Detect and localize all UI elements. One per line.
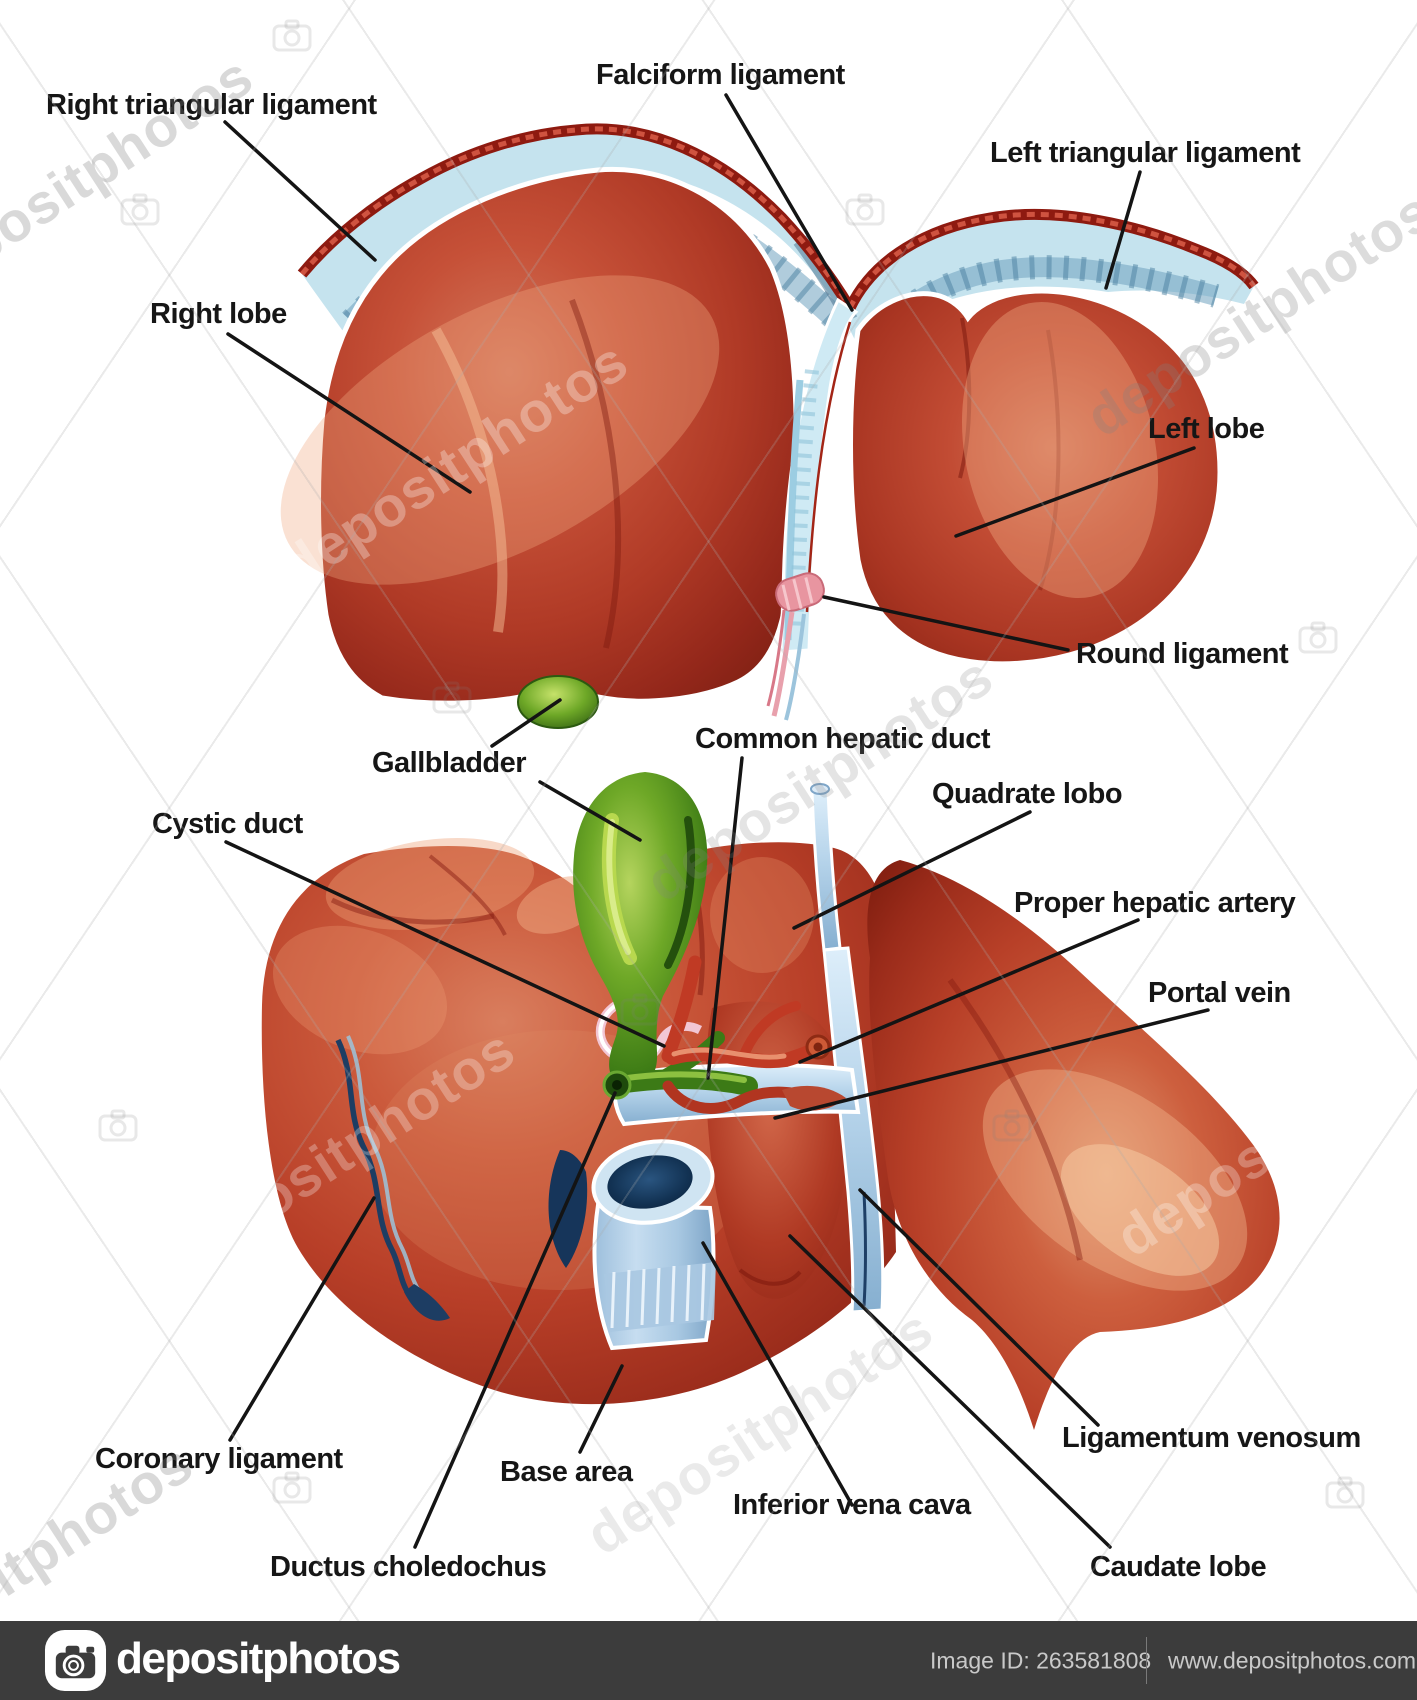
hepatic-artery-highlight [671,1047,787,1060]
label-left-lobe: Left lobe [1148,413,1265,445]
leader-left-lobe [954,446,1196,538]
watermark-text: depositphotos [0,44,264,314]
leader-left-triangular-ligament [1104,170,1142,290]
watermark-camera-icon [1325,1476,1365,1509]
coronary-ligament-flap [404,1284,450,1321]
leader-quadrate-lobo [792,810,1032,930]
hepatic-artery-descending [661,955,702,1063]
visceral-crease-2 [428,854,507,936]
leader-gallbladder-fundus [490,698,562,748]
label-caudate-lobe: Caudate lobe [1090,1551,1266,1583]
label-ligamentum-venosum: Ligamentum venosum [1062,1422,1361,1454]
leader-right-triangular-ligament [223,120,377,262]
left-lobe-highlight [961,301,1159,599]
watermark-camera-icon [272,1471,312,1504]
bile-duct-highlight [617,1071,747,1083]
label-coronary-ligament: Coronary ligament [95,1443,344,1475]
falciform-cord-pink [771,611,795,717]
watermark-camera-icon [120,193,160,226]
leader-base-area [578,1364,624,1454]
coronary-ligament-edge [335,1038,413,1298]
thin-vessel-opening [810,783,830,795]
left-lobe-notch-crease [958,317,972,479]
visceral-crease-1 [330,897,495,925]
visceral-mass-highlight-3 [272,925,448,1055]
gallbladder-highlight-bright [606,819,631,955]
label-ductus-choledochus: Ductus choledochus [270,1551,546,1583]
label-left-triangular-ligament: Left triangular ligament [990,137,1301,169]
hepatic-artery-branch [737,1001,801,1065]
hepatic-artery-cut-lumen [813,1042,823,1052]
leader-portal-vein [773,1008,1210,1120]
anterior-liver-view [280,123,1259,729]
leader-gallbladder-body [538,780,642,842]
right-lobe-crease-dark [569,298,622,649]
label-round-ligament: Round ligament [1076,638,1289,670]
footer-brand-wordmark: depositphotos [116,1633,401,1683]
leader-round-ligament [822,595,1070,652]
footer-image-id: Image ID: 263581808 [930,1647,1152,1673]
caudate-lobe-crease [738,1268,802,1286]
leader-cystic-duct [224,840,666,1048]
leader-lines [223,93,1210,1549]
visceral-liver-view [261,772,1280,1430]
label-falciform-ligament: Falciform ligament [596,59,846,91]
label-inferior-vena-cava: Inferior vena cava [733,1489,972,1521]
liver-anatomy-illustration: Right triangular ligament Falciform liga… [0,19,1417,1621]
leader-ductus-choledochus [413,1091,617,1549]
left-lobe-mass-crease [947,978,1083,1261]
footer-divider [1146,1637,1147,1684]
leader-coronary-ligament [228,1196,376,1442]
label-base-area: Base area [500,1456,634,1488]
leader-falciform-ligament [724,93,854,312]
label-gallbladder: Gallbladder [372,747,526,779]
ligamentum-groove-line [862,1191,867,1307]
gallbladder-shade [664,816,696,969]
falciform-cord-red [766,609,786,707]
label-cystic-duct: Cystic duct [152,808,304,840]
label-quadrate-lobo: Quadrate lobo [932,778,1122,810]
label-right-triangular-ligament: Right triangular ligament [46,89,378,121]
leader-common-hepatic-duct [706,756,744,1080]
right-lobe-highlight [280,275,720,585]
visceral-left-lobe-mass [867,860,1280,1430]
visceral-mass-highlight-1 [325,838,535,930]
left-lobe-crease2 [1038,329,1061,591]
depositphotos-logo-icon [44,1629,107,1692]
footer-site-url[interactable]: www.depositphotos.com [1168,1647,1417,1673]
bile-duct-vessel [608,1069,758,1096]
watermark-camera-icon [845,193,885,226]
anatomy-labels: Right triangular ligament Falciform liga… [46,59,1361,1583]
round-ligament-stub [775,572,825,612]
label-right-lobe: Right lobe [150,298,287,330]
ivc-lumen [607,1155,693,1209]
left-lobe-shape [848,288,1223,667]
label-common-hepatic-duct: Common hepatic duct [695,723,991,755]
membrane-rim-texture-right [847,211,1257,310]
watermark-camera-icon [98,1109,138,1142]
leader-caudate-lobe [788,1234,1112,1549]
label-proper-hepatic-artery: Proper hepatic artery [1014,887,1296,919]
leader-proper-hepatic-artery [798,918,1140,1064]
quadrate-lobe-highlight [710,857,814,973]
falciform-cord-blue [784,613,806,721]
footer-bar: depositphotos Image ID: 263581808 www.de… [0,1621,1417,1700]
label-portal-vein: Portal vein [1148,977,1291,1009]
leader-ligamentum-venosum [858,1188,1100,1427]
bile-duct-cut-lumen [612,1080,622,1090]
watermark-camera-icon [272,19,312,52]
coronary-ligament-edge-light [346,1035,422,1294]
watermark-camera-icon [1298,621,1338,654]
ivc-wrap-stripes [610,1263,706,1329]
leader-inferior-vena-cava [701,1241,854,1507]
membrane-red-rim-left [297,123,855,311]
leader-right-lobe [226,332,472,494]
left-lobe-mass-highlight-core [1060,1144,1220,1276]
right-lobe-crease-light [431,327,508,633]
